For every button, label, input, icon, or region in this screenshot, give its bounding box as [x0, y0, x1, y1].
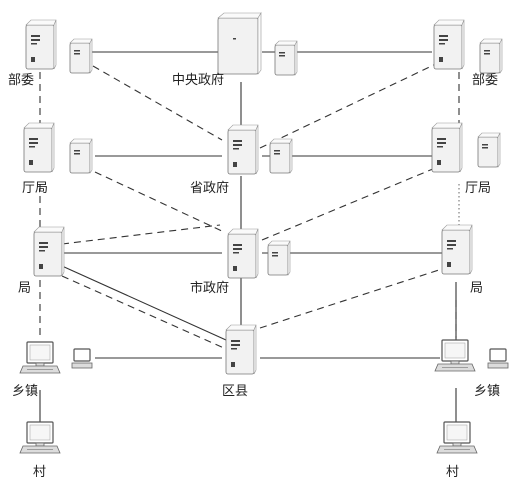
central-aux-server: [274, 40, 298, 76]
dept-left-server: [23, 122, 55, 173]
ministry-left-server: [25, 19, 57, 70]
label-city-gov: 市政府: [190, 280, 229, 296]
link-bureau-l-district: [61, 265, 227, 341]
town-right-pc: [434, 339, 476, 372]
dash-bureau-l-district: [61, 275, 225, 349]
label-dept-right: 厅局: [465, 181, 491, 196]
district-server: [225, 324, 257, 375]
village-right-pc: [436, 421, 478, 454]
label-central-gov: 中央政府: [172, 73, 224, 88]
dash-province-bureau-r: [261, 165, 441, 241]
dash-central-dept-r: [259, 61, 441, 149]
ministry-left-aux-server: [69, 38, 93, 74]
label-bureau-left: 局: [18, 281, 31, 296]
town-left-aux-pc: [71, 348, 93, 369]
bureau-left-server: [33, 226, 65, 277]
province-gov-server: [227, 124, 259, 175]
label-village-right: 村: [446, 465, 459, 480]
town-left-pc: [19, 341, 61, 374]
label-district: 区县: [222, 384, 248, 399]
dept-right-aux-server: [477, 132, 501, 168]
label-town-left: 乡镇: [12, 384, 38, 399]
label-ministry-right: 部委: [472, 73, 498, 88]
label-province-gov: 省政府: [190, 181, 229, 196]
labels: 部委 中央政府 部委 厅局 省政府 厅局 局 市政府 局 乡镇 区县 乡镇 村 …: [8, 73, 500, 480]
ministry-right-aux-server: [479, 38, 503, 74]
town-right-aux-pc: [487, 348, 509, 369]
ministry-right-server: [433, 19, 465, 70]
label-town-right: 乡镇: [474, 384, 500, 399]
dash-city-bureau-r: [259, 267, 446, 329]
devices: [19, 12, 509, 454]
label-dept-left: 厅局: [22, 181, 48, 196]
village-left-pc: [19, 421, 61, 454]
dept-right-server: [431, 122, 463, 173]
dept-left-aux-server: [69, 138, 93, 174]
city-aux-server: [267, 240, 291, 276]
city-gov-server: [227, 228, 259, 279]
bureau-right-server: [441, 224, 473, 275]
connections: [39, 51, 460, 422]
label-village-left: 村: [33, 465, 46, 480]
province-aux-server: [269, 138, 293, 174]
label-ministry-left: 部委: [8, 73, 34, 88]
label-bureau-right: 局: [470, 281, 483, 296]
dash-ministry-l-province: [92, 65, 223, 141]
central-gov-server: [217, 12, 262, 75]
dash-bureau-l-city: [61, 224, 221, 245]
